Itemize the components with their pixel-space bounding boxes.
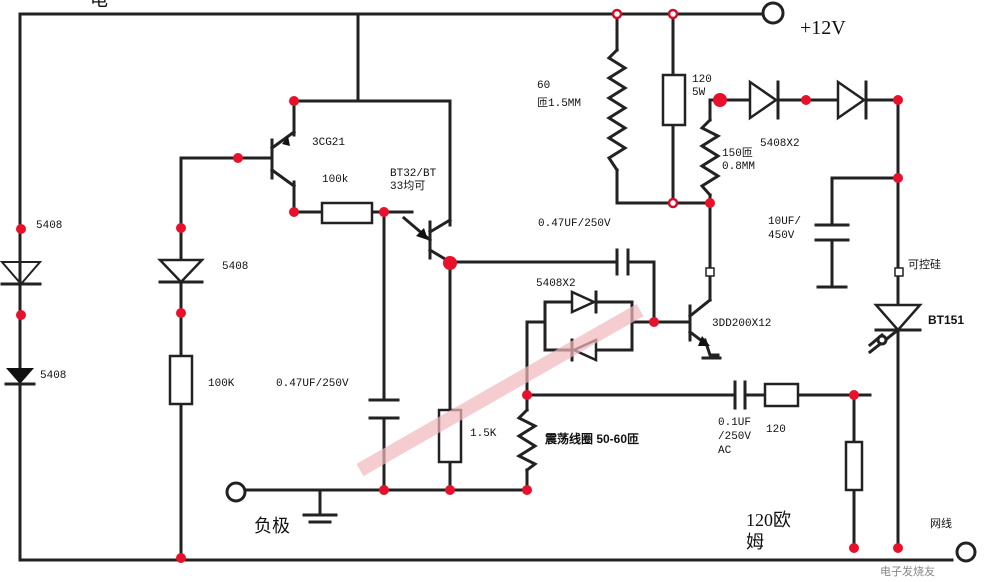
capacitor-0-1uf (733, 380, 747, 410)
q2-label-2: 33均可 (390, 179, 425, 193)
d2-label: 5408 (40, 370, 66, 382)
capacitor-047-top (615, 248, 630, 276)
red-stripe (356, 303, 644, 477)
r60-label-2: 匝1.5MM (537, 97, 581, 110)
scr-cn-label: 可控硅 (908, 257, 941, 271)
r120ohm-label-1: 120欧 (746, 510, 791, 530)
resistor-100k-left (168, 354, 194, 406)
labels: 电 +12V 负极 5408 5408 5408 100K 3CG21 100k… (36, 0, 964, 578)
r15k-label: 1.5K (470, 428, 497, 440)
diodes-mid-label: 5408X2 (536, 278, 576, 290)
cap047-left-label: 0.47UF/250V (276, 378, 349, 390)
resistor-120 (763, 382, 800, 408)
ground-icon (302, 513, 338, 524)
coil-150 (699, 117, 722, 198)
r120ohm-label-2: 姆 (746, 532, 764, 552)
cap10-label-2: 450V (768, 230, 795, 242)
cap01-label-2: /250V (718, 431, 751, 443)
diode-d1 (0, 261, 43, 286)
r120-label-1: 120 (692, 74, 712, 86)
resistor-120-ohm (844, 440, 864, 492)
negative-terminal (225, 481, 247, 503)
wires (18, 12, 954, 562)
q1-label: 3CG21 (312, 137, 345, 149)
r100k-label: 100K (208, 378, 235, 390)
cap01-label-1: 0.1UF (718, 417, 751, 429)
q3-label: 3DD200X12 (712, 318, 771, 330)
diode-top-1 (748, 79, 780, 121)
transistor-q3 (687, 297, 713, 347)
resistor-60 (606, 47, 628, 173)
scr-label: BT151 (928, 313, 964, 327)
net-terminal (955, 541, 977, 563)
q2-label-1: BT32/BT (390, 168, 437, 180)
plus-terminal (761, 1, 785, 25)
diode-d2 (4, 368, 36, 386)
d1-label: 5408 (36, 220, 62, 232)
coil150-label-2: 0.8MM (722, 161, 755, 173)
r60-label-1: 60 (537, 80, 550, 92)
osc-coil-label: 震荡线圈 50-60匝 (545, 431, 639, 446)
negative-label: 负极 (254, 516, 290, 536)
coil150-label-1: 150匝 (722, 147, 753, 160)
osc-coil (515, 407, 539, 473)
power-label: +12V (800, 17, 846, 39)
diode-top-2 (836, 79, 868, 121)
r120-small-label: 120 (766, 424, 786, 436)
watermark: 电子发烧友 (880, 564, 935, 578)
cap047-top-label: 0.47UF/250V (538, 218, 611, 230)
diodes-top-label: 5408X2 (760, 138, 800, 150)
r120-label-2: 5W (692, 87, 706, 99)
diode-d3 (157, 258, 205, 284)
resistor-120-5w (661, 73, 687, 127)
title-fragment: 电 (90, 0, 108, 10)
transistor-q2 (401, 215, 453, 265)
cap10-label-1: 10UF/ (768, 216, 801, 228)
net-label: 网线 (930, 516, 952, 530)
scr-bt151 (867, 303, 923, 355)
transistor-q1 (269, 129, 297, 189)
resistor-100k (320, 201, 374, 225)
junction-dots (16, 8, 904, 563)
capacitor-047-left (368, 398, 400, 420)
d3-label: 5408 (222, 261, 248, 273)
capacitor-10uf (814, 223, 850, 242)
r100k-small-label: 100k (322, 174, 349, 186)
cap01-label-3: AC (718, 445, 732, 457)
